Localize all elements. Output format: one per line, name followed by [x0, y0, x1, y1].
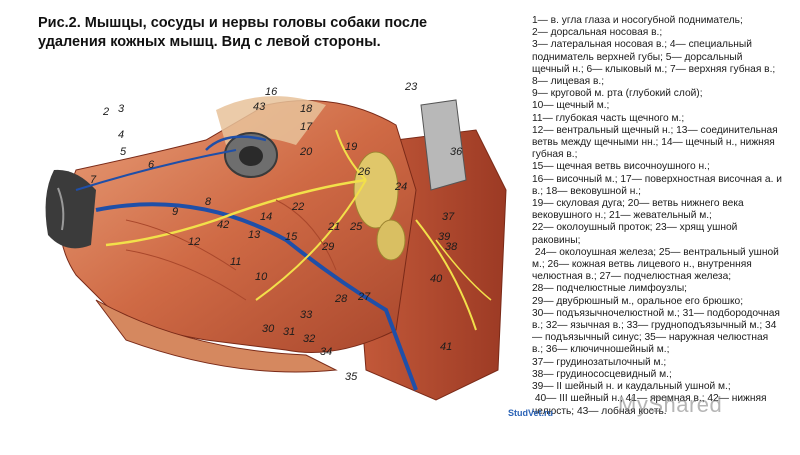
figure-number-42: 42 — [217, 219, 229, 231]
figure-number-26: 26 — [357, 166, 371, 178]
figure-number-29: 29 — [321, 241, 334, 253]
facial-nerve — [105, 178, 367, 247]
legend-entry: 29— двубрюшный м., оральное его брюшко; — [532, 295, 744, 307]
legend-entry: 10— щечный м.; — [532, 100, 610, 112]
figure-number-5: 5 — [120, 146, 127, 158]
legend-entry: 28— подчелюстные лимфоузлы; — [532, 283, 687, 295]
figure-number-24: 24 — [394, 181, 407, 193]
figure-number-39: 39 — [438, 231, 450, 243]
figure-number-6: 6 — [148, 159, 155, 171]
figure-number-3: 3 — [118, 103, 125, 115]
figure-number-20: 20 — [299, 146, 313, 158]
figure-number-28: 28 — [334, 293, 348, 305]
ear-cartilage — [420, 99, 467, 191]
figure-number-8: 8 — [205, 196, 212, 208]
figure-number-19: 19 — [345, 141, 357, 153]
frontal-bone — [216, 96, 326, 145]
legend-entry: 1— в. угла глаза и носогубной поднимател… — [532, 15, 743, 26]
legend-entry: 12— вентральный щечный н.; 13— соедините… — [532, 124, 781, 161]
legend-entry: 9— круговой м. рта (глубокий слой); — [532, 88, 703, 100]
figure-number-18: 18 — [300, 103, 313, 115]
figure-number-32: 32 — [303, 333, 315, 345]
figure-number-labels: 1234567891011121314151617181920212223242… — [90, 46, 463, 383]
watermark-main: MyShared — [618, 392, 723, 417]
figure-number-35: 35 — [345, 371, 358, 383]
figure-number-38: 38 — [445, 241, 458, 253]
figure-number-27: 27 — [357, 291, 371, 303]
figure-number-2: 2 — [102, 106, 109, 118]
mandibular-gland — [376, 219, 406, 261]
figure-title: Рис.2. Мышцы, сосуды и нервы головы соба… — [38, 15, 428, 50]
parotid-gland — [353, 151, 399, 229]
figure-number-14: 14 — [260, 211, 272, 223]
legend-entry: 22— околоушный проток; 23— хрящ ушной ра… — [532, 222, 741, 246]
legend-entry: 11— глубокая часть щечного м.; — [532, 112, 685, 124]
figure-number-17: 17 — [300, 121, 313, 133]
lower-jaw — [95, 299, 338, 373]
figure-number-30: 30 — [262, 323, 275, 335]
figure-number-36: 36 — [450, 146, 463, 158]
figure-number-7: 7 — [90, 174, 97, 186]
legend-entry: 30— подъязычночелюстной м.; 31— подбород… — [532, 307, 783, 356]
figure-number-33: 33 — [300, 309, 313, 321]
figure-number-31: 31 — [283, 326, 295, 338]
legend-entry: 3— латеральная носовая в.; 4— специальны… — [532, 39, 776, 75]
legend-entry: 16— височный м.; 17— поверхностная височ… — [532, 173, 785, 197]
figure-number-34: 34 — [320, 346, 332, 358]
legend: 1— в. угла глаза и носогубной поднимател… — [532, 15, 782, 418]
legend-entry: 40— III шейный н.; 41— яремная в.; 42— н… — [532, 393, 770, 417]
figure-number-16: 16 — [265, 86, 278, 98]
figure-number-15: 15 — [285, 231, 298, 243]
figure-number-9: 9 — [172, 206, 178, 218]
facial-vein — [95, 202, 418, 391]
figure-number-25: 25 — [349, 221, 363, 233]
anatomy-illustration: 1234567891011121314151617181920212223242… — [36, 46, 536, 450]
figure-number-11: 11 — [230, 256, 241, 268]
legend-entry: 8— лицевая в.; — [532, 76, 605, 88]
figure-number-37: 37 — [442, 211, 455, 223]
figure-number-21: 21 — [327, 221, 340, 233]
figure-number-10: 10 — [255, 271, 268, 283]
figure-number-43: 43 — [253, 101, 266, 113]
legend-entry: 2— дорсальная носовая в.; — [532, 27, 663, 39]
figure-number-12: 12 — [188, 236, 200, 248]
legend-entry: 19— скуловая дуга; 20— ветвь нижнего век… — [532, 198, 747, 222]
legend-entry: 39— II шейный н. и каудальный ушной м.; — [532, 381, 731, 393]
figure-number-22: 22 — [291, 201, 304, 213]
figure-number-23: 23 — [404, 81, 418, 93]
legend-entry: 24— околоушная железа; 25— вентральный у… — [532, 246, 782, 283]
figure-number-41: 41 — [440, 341, 452, 353]
legend-entry: 38— грудинососцевидный м.; — [532, 368, 672, 380]
legend-entry: 37— грудинозатылочный м.; — [532, 356, 667, 368]
dog-head-svg: 1234567891011121314151617181920212223242… — [45, 46, 507, 401]
figure-number-13: 13 — [248, 229, 261, 241]
figure-number-40: 40 — [430, 273, 443, 285]
figure-number-4: 4 — [118, 129, 124, 141]
watermark-site: StudVet.ru — [508, 408, 554, 418]
legend-entry: 15— щечная ветвь височноушного н.; — [532, 161, 710, 173]
